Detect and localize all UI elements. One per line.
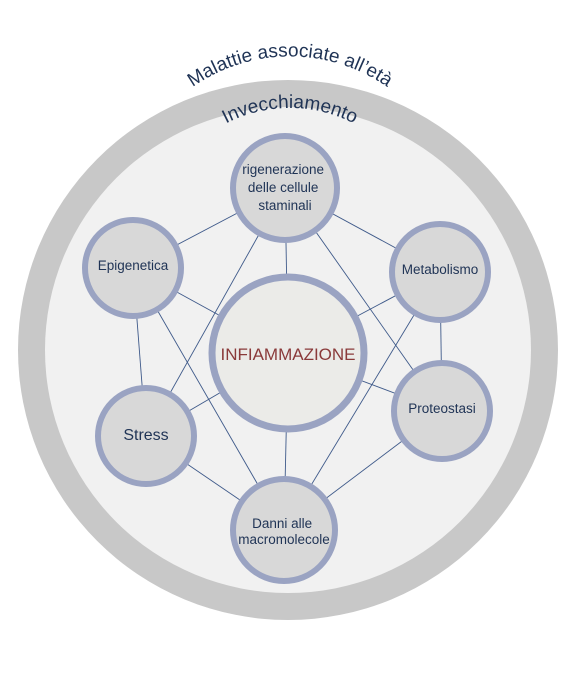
node-proteostasi-label: Proteostasi xyxy=(408,401,476,416)
node-rigenerazione-line-1: rigenerazione xyxy=(242,162,324,177)
node-danni: Danni alle macromolecole xyxy=(230,476,338,584)
node-rigenerazione: rigenerazione delle cellule staminali xyxy=(230,133,340,243)
node-stress-label: Stress xyxy=(123,427,168,444)
center-node: INFIAMMAZIONE xyxy=(208,273,368,433)
svg-text:rigenerazione delle cell: rigenerazione delle cellule staminali xyxy=(242,162,328,213)
node-stress: Stress xyxy=(95,385,197,487)
node-epigenetica: Epigenetica xyxy=(82,217,184,319)
node-danni-line-1: Danni alle xyxy=(252,516,312,531)
node-rigenerazione-line-3: staminali xyxy=(258,198,311,213)
node-proteostasi: Proteostasi xyxy=(391,360,493,462)
node-metabolismo-label: Metabolismo xyxy=(402,262,479,277)
node-metabolismo: Metabolismo xyxy=(389,221,491,323)
node-danni-line-2: macromolecole xyxy=(238,532,330,547)
node-rigenerazione-line-2: delle cellule xyxy=(248,180,319,195)
svg-text:Danni alle macromolecole: Danni alle macromolecole xyxy=(238,516,330,547)
center-label: INFIAMMAZIONE xyxy=(220,345,355,364)
node-epigenetica-label: Epigenetica xyxy=(98,258,169,273)
